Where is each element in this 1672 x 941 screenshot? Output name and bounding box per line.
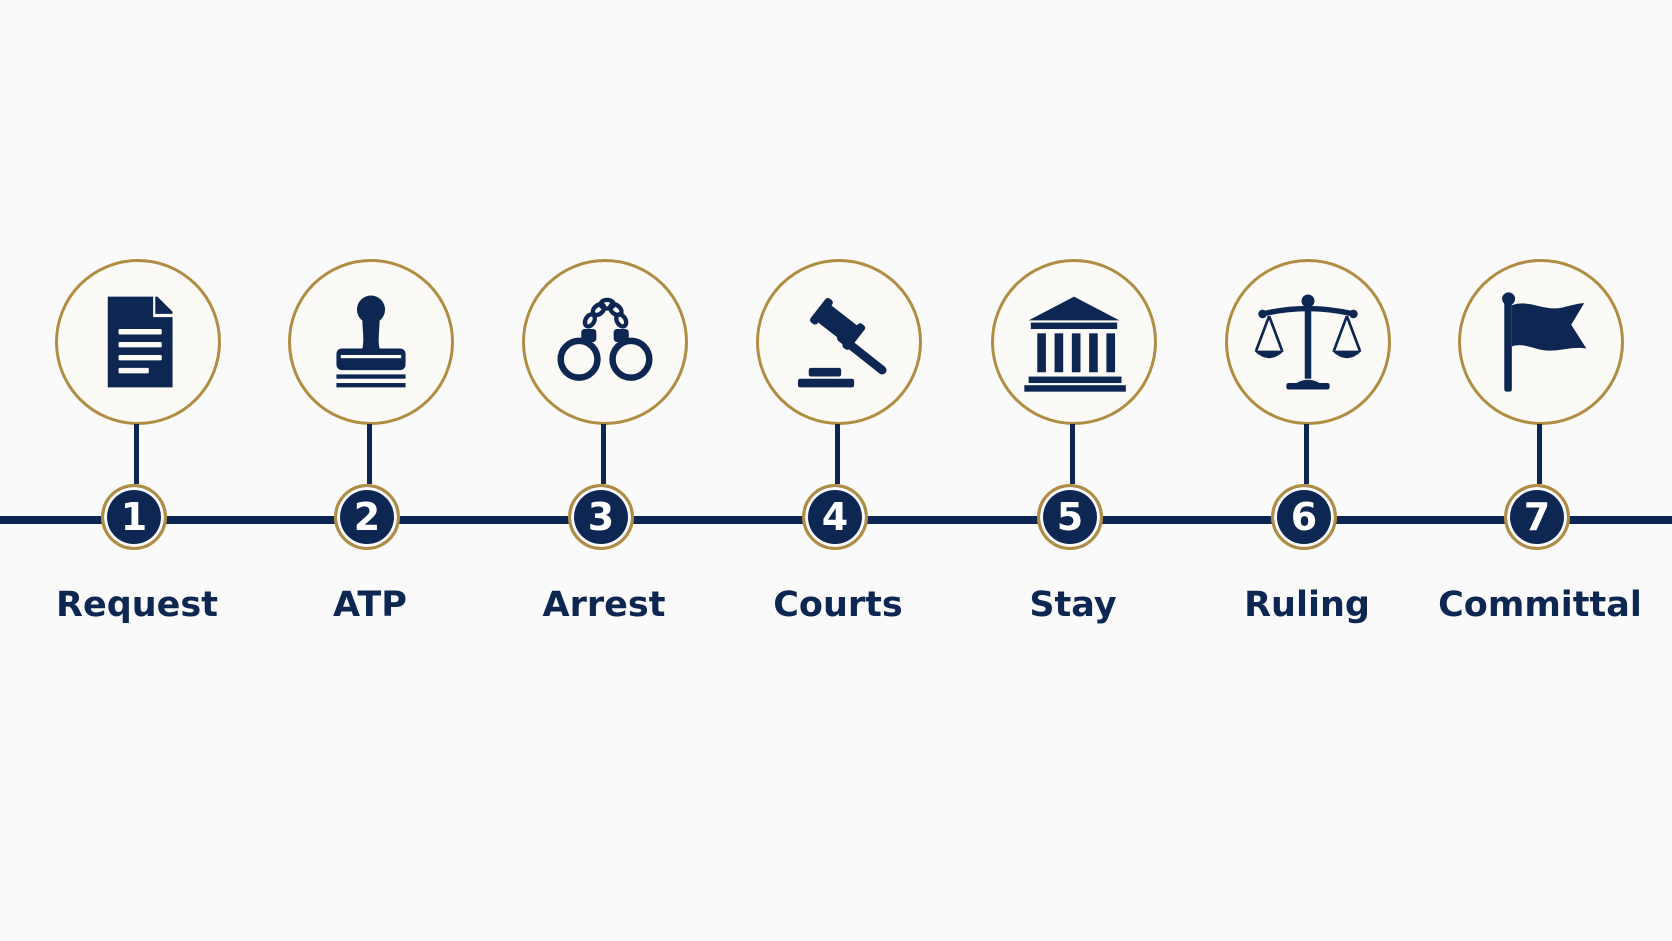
step-connector xyxy=(367,424,372,484)
courthouse-icon xyxy=(1024,296,1126,392)
step-icon-circle xyxy=(522,259,688,425)
handcuffs-icon xyxy=(557,297,653,381)
scales-icon xyxy=(1254,294,1362,390)
step-number-badge: 5 xyxy=(1037,484,1103,550)
step-number-badge: 3 xyxy=(568,484,634,550)
step-label: Request xyxy=(56,585,218,625)
document-icon xyxy=(107,296,173,388)
gavel-icon xyxy=(797,298,887,388)
step-number-badge: 7 xyxy=(1504,484,1570,550)
step-label: Arrest xyxy=(542,585,666,625)
step-icon-circle xyxy=(756,259,922,425)
step-connector xyxy=(1070,424,1075,484)
step-label: Committal xyxy=(1438,585,1642,625)
step-icon-circle xyxy=(288,259,454,425)
step-icon-circle xyxy=(1458,259,1624,425)
step-label: Courts xyxy=(773,585,903,625)
step-number-badge: 4 xyxy=(802,484,868,550)
step-number-badge: 6 xyxy=(1271,484,1337,550)
flag-icon xyxy=(1502,292,1587,392)
step-connector xyxy=(134,424,139,484)
stamp-icon xyxy=(336,295,406,388)
step-label: ATP xyxy=(333,585,407,625)
step-number-badge: 2 xyxy=(334,484,400,550)
step-label: Stay xyxy=(1029,585,1117,625)
step-connector xyxy=(1537,424,1542,484)
step-connector xyxy=(601,424,606,484)
step-connector xyxy=(1304,424,1309,484)
step-icon-circle xyxy=(1225,259,1391,425)
step-icon-circle xyxy=(55,259,221,425)
step-number-badge: 1 xyxy=(101,484,167,550)
step-connector xyxy=(835,424,840,484)
step-icon-circle xyxy=(991,259,1157,425)
step-label: Ruling xyxy=(1244,585,1370,625)
